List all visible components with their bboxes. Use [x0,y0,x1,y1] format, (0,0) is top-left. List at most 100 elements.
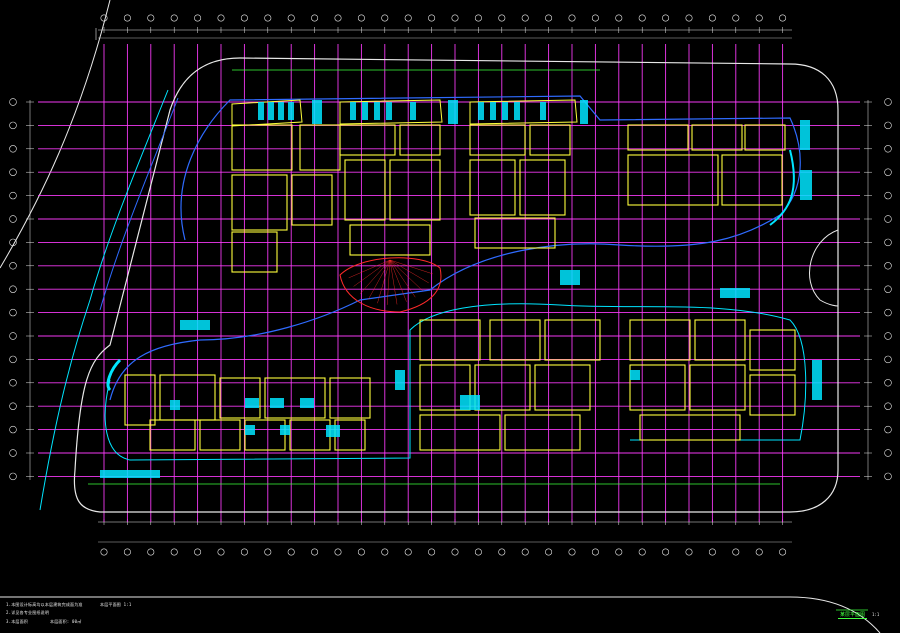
building-outline-inner [109,95,801,401]
axis-bubble-left [9,379,17,387]
fixture-block [580,100,588,124]
room-wall [419,414,501,451]
axis-bubble-top [404,14,412,22]
drawing-title: 某层平面图 [838,612,868,619]
axis-bubble-right [884,285,892,293]
room-wall [199,419,241,451]
fixture-block [540,102,546,120]
axis-bubble-top [615,14,623,22]
axis-bubble-bottom [194,548,202,556]
axis-bubble-top [591,14,599,22]
room-wall [489,319,541,361]
axis-bubble-left [9,168,17,176]
room-wall [159,374,216,421]
fixture-block [258,102,264,120]
room-wall [749,329,796,371]
axis-bubble-left [9,238,17,247]
storefront-block [339,99,443,125]
axis-bubble-top [498,14,506,22]
room-wall [389,159,441,221]
axis-bubble-top [474,14,482,22]
axis-grid-lines [38,44,860,522]
room-wall [231,174,288,231]
axis-bubble-left [9,98,17,106]
axis-bubble-left [9,355,17,364]
fixture-block [395,370,405,390]
axis-bubble-top [545,14,553,22]
fixture-block [812,360,822,400]
axis-bubble-bottom [474,548,482,556]
fixture-block [460,395,480,410]
axis-bubble-top [685,14,693,22]
room-wall [744,124,786,151]
axis-bubble-right [884,472,892,481]
axis-bubble-bottom [638,548,646,556]
axis-bubble-left [9,285,17,293]
axis-bubble-bottom [779,548,787,556]
room-wall [264,377,326,419]
room-wall [474,217,556,249]
axis-bubble-right [884,355,892,364]
axis-bubble-left [9,472,17,481]
room-wall [349,224,431,256]
axis-bubble-bottom [147,548,155,556]
fixture-block [490,102,496,120]
axis-bubble-bottom [662,548,670,556]
axis-bubble-right [884,262,892,270]
axis-bubble-left [9,332,17,340]
room-wall [691,124,743,151]
axis-bubble-bottom [615,548,623,556]
axis-bubble-left [9,402,17,410]
axis-bubble-left [9,191,17,200]
axis-bubble-bottom [123,548,131,556]
axis-bubble-bottom [334,548,342,556]
axis-bubble-left [9,308,17,317]
fixture-block [100,470,160,478]
axis-bubble-top [662,14,670,22]
axis-bubble-top [357,14,365,22]
axis-bubble-top [147,14,155,22]
atrium-ray [389,259,407,302]
room-wall [534,364,591,411]
fixture-block [720,288,750,298]
axis-bubble-bottom [404,548,412,556]
building-outline-outer [73,57,839,513]
axis-bubble-top [334,14,342,22]
note-middle: 本层平面图 1:1 [100,602,132,607]
axis-bubble-right [884,449,892,457]
diagonal-edge-blue [99,97,179,311]
axis-bubble-right [884,215,892,223]
fixture-block [386,102,392,120]
axis-bubbles [9,14,892,556]
fixture-block [560,270,580,285]
atrium-ray [389,259,433,275]
fixture-block [312,100,322,124]
axis-bubble-top [755,14,763,22]
drawing-scale: 1:1 [872,612,880,617]
room-wall [629,319,691,361]
fixture-block [300,398,314,408]
axis-bubble-top [240,14,248,22]
fixture-block [245,398,259,408]
room-wall [289,419,331,451]
site-boundary-bottom [0,596,881,633]
axis-bubble-left [9,215,17,223]
storefront-block [231,99,303,127]
axis-bubble-top [451,14,459,22]
axis-bubble-right [884,145,892,153]
axis-bubble-bottom [755,548,763,556]
axis-bubble-top [568,14,576,22]
site-boundary-lines [0,0,881,633]
axis-bubble-right [884,332,892,340]
fixture-block [350,102,356,120]
fixture-block [362,102,368,120]
atrium-ray [348,259,391,279]
axis-bubble-bottom [170,548,178,556]
room-wall [504,414,581,451]
atrium-ray [353,259,391,287]
note-line-2: 2.详见各专业图纸说明 [6,610,50,615]
axis-bubble-top [264,14,272,22]
atrium-ray [389,259,429,284]
diagonal-edge-cyan [39,89,169,511]
